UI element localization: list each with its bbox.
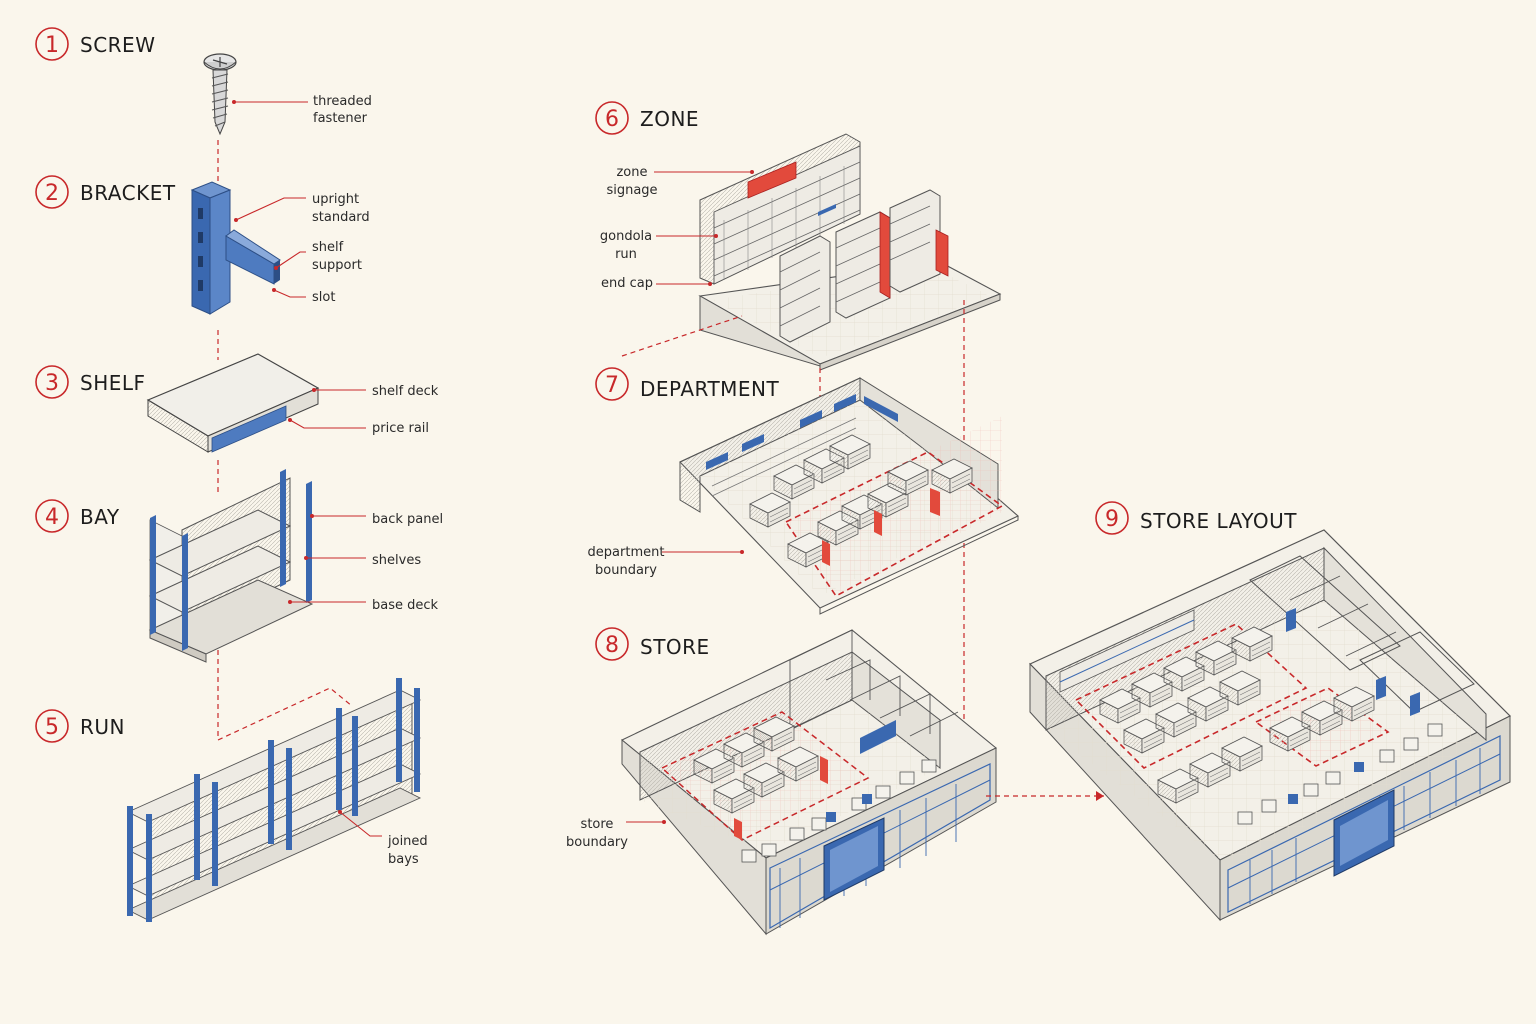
step-5-run: 5 RUN joined bays [35, 678, 428, 922]
step-number: 3 [45, 371, 59, 396]
callout-line: boundary [595, 563, 657, 578]
store-icon [620, 629, 998, 936]
step-title: DEPARTMENT [640, 377, 780, 401]
step-3-shelf: 3 SHELF shelf deck price rail [35, 353, 439, 453]
step-number: 4 [45, 505, 59, 530]
step-title: STORE [640, 635, 710, 659]
callout-shelf-deck: shelf deck [372, 384, 439, 399]
step-number: 8 [605, 633, 619, 658]
connector-zone-to-department [621, 315, 743, 357]
callout-slot: slot [312, 290, 335, 305]
step-title: BRACKET [80, 181, 176, 205]
step-6-zone: 6 ZONE zone signage gondola run [595, 101, 1002, 371]
callout-end-cap: end cap [601, 276, 653, 291]
callout-line: shelf [312, 240, 344, 255]
callout-department-boundary: department boundary [588, 545, 665, 578]
bracket-icon [190, 181, 281, 315]
callout-store-boundary: store boundary [566, 817, 628, 850]
callout-base-deck: base deck [372, 598, 439, 613]
callout-zone-signage: zone signage [606, 165, 657, 198]
callout-line: store [581, 817, 614, 832]
callout-line: zone [616, 165, 647, 180]
zone-icon [698, 133, 1002, 371]
callout-line: standard [312, 210, 370, 225]
callout-line: signage [606, 183, 657, 198]
step-title: SHELF [80, 371, 146, 395]
step-title: RUN [80, 715, 125, 739]
callout-line: upright [312, 192, 359, 207]
callout-shelves: shelves [372, 553, 421, 568]
step-title: SCREW [80, 33, 155, 57]
connector-left-column [217, 140, 353, 741]
step-title: STORE LAYOUT [1140, 509, 1297, 533]
step-number: 1 [45, 33, 59, 58]
callout-line: bays [388, 852, 419, 867]
step-number: 7 [605, 373, 619, 398]
step-number: 2 [45, 181, 59, 206]
step-number: 6 [605, 107, 619, 132]
step-title: ZONE [640, 107, 699, 131]
callout-line: joined [387, 834, 428, 849]
step-9-store-layout: 9 STORE LAYOUT [1028, 501, 1512, 922]
callout-line: gondola [600, 229, 652, 244]
callout-gondola-run: gondola run [600, 229, 652, 262]
screw-icon [203, 53, 237, 136]
step-title: BAY [80, 505, 120, 529]
callout-line: support [312, 258, 362, 273]
step-number: 5 [45, 715, 59, 740]
callout-shelf-support: shelf support [312, 240, 362, 273]
step-number: 9 [1105, 507, 1119, 532]
shelf-icon [146, 353, 320, 453]
step-2-bracket: 2 BRACKET upright standard shelf support s… [35, 175, 370, 315]
callout-line: boundary [566, 835, 628, 850]
department-icon [679, 377, 1019, 615]
step-4-bay: 4 BAY back panel shelves base deck [35, 469, 443, 663]
store-layout-icon [1028, 529, 1512, 922]
step-number-badge [35, 27, 69, 61]
bay-icon [148, 469, 314, 663]
callout-back-panel: back panel [372, 512, 443, 527]
callout-joined-bays: joined bays [387, 834, 428, 867]
run-icon [126, 678, 422, 922]
callout-line: department [588, 545, 665, 560]
callout-price-rail: price rail [372, 421, 429, 436]
step-8-store: 8 STORE [566, 627, 998, 936]
callout-line: run [615, 247, 637, 262]
callout-upright-standard: upright standard [312, 192, 370, 225]
